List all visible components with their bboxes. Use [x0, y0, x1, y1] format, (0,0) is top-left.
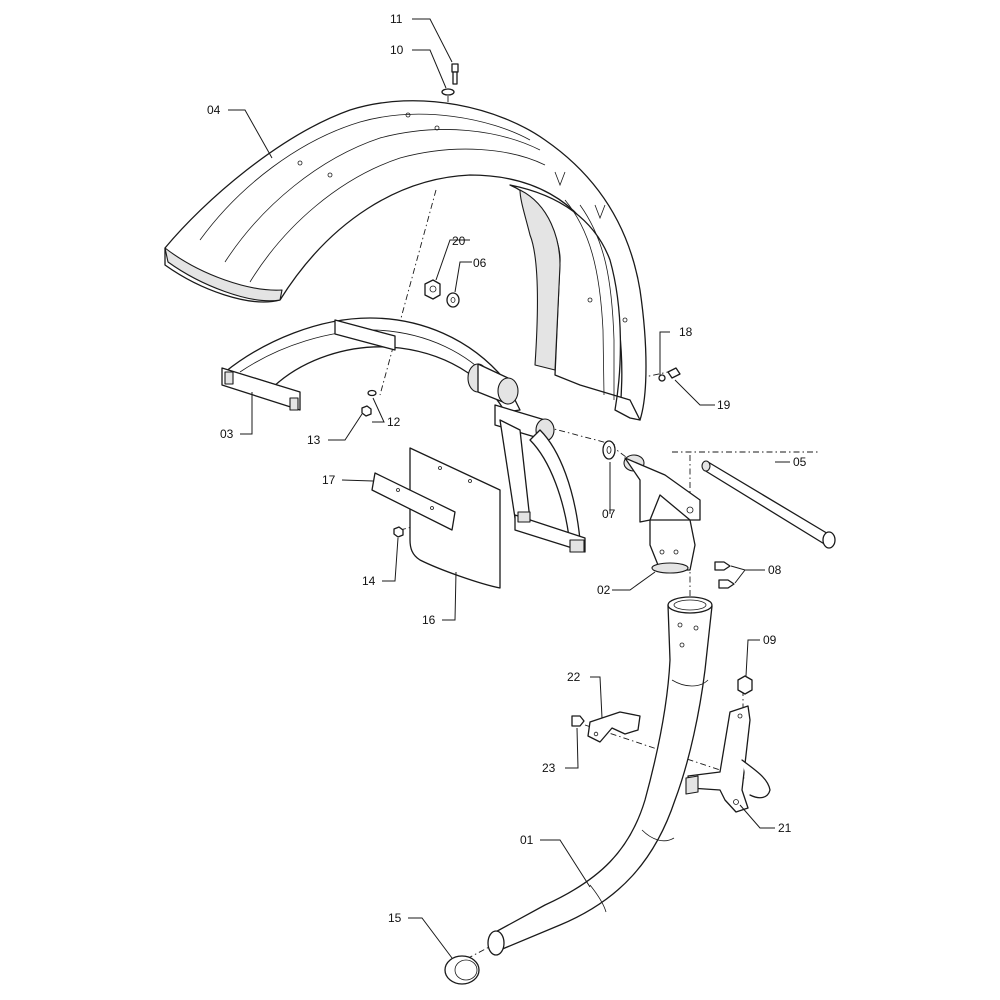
callout-04: 04: [207, 103, 221, 117]
callout-22: 22: [567, 670, 581, 684]
washer-part-07: [602, 440, 616, 460]
bracket-part-21: [685, 705, 771, 813]
callout-11: 11: [390, 12, 403, 26]
pin-part-05: [701, 460, 836, 549]
mount-part-02: [623, 454, 701, 574]
washer-part-10: [441, 88, 455, 96]
callout-leaders: [228, 18, 790, 959]
nut-part-09: [737, 675, 753, 695]
clamp-part-22: [587, 711, 641, 743]
callout-19: 19: [717, 398, 731, 412]
strip-part-17: [371, 472, 456, 531]
callout-13: 13: [307, 433, 321, 447]
bolt-part-19: [667, 367, 681, 379]
washer-part-12: [367, 389, 377, 397]
callout-14: 14: [362, 574, 376, 588]
callout-23: 23: [542, 761, 556, 775]
callout-21: 21: [778, 821, 792, 835]
bracket-part-03: [221, 317, 586, 553]
callout-08: 08: [768, 563, 782, 577]
washer-part-06: [446, 292, 460, 308]
mud-flap-part-16: [409, 447, 501, 589]
callout-09: 09: [763, 633, 777, 647]
bolt-part-11: [451, 63, 459, 85]
callout-03: 03: [220, 427, 234, 441]
nut-part-13: [361, 405, 372, 417]
end-cap-part-15: [444, 955, 480, 985]
callout-18: 18: [679, 325, 693, 339]
screw-part-23: [571, 715, 585, 727]
callout-12: 12: [387, 415, 401, 429]
tube-part-01: [487, 596, 713, 956]
callout-07: 07: [602, 507, 616, 521]
nut-part-20: [424, 279, 441, 300]
callout-10: 10: [390, 43, 404, 57]
callout-16: 16: [422, 613, 436, 627]
callout-06: 06: [473, 256, 487, 270]
callout-20: 20: [452, 234, 466, 248]
nut-part-14: [393, 526, 404, 538]
bolts-part-08: [714, 561, 735, 589]
callout-labels: 11 10 04 20 06 18 19 03 12 13 05 17 07 1…: [207, 12, 807, 925]
callout-17: 17: [322, 473, 336, 487]
washer-part-18: [658, 374, 666, 382]
fender-part-04: [164, 100, 647, 421]
callout-15: 15: [388, 911, 402, 925]
callout-02: 02: [597, 583, 611, 597]
callout-05: 05: [793, 455, 807, 469]
callout-01: 01: [520, 833, 534, 847]
